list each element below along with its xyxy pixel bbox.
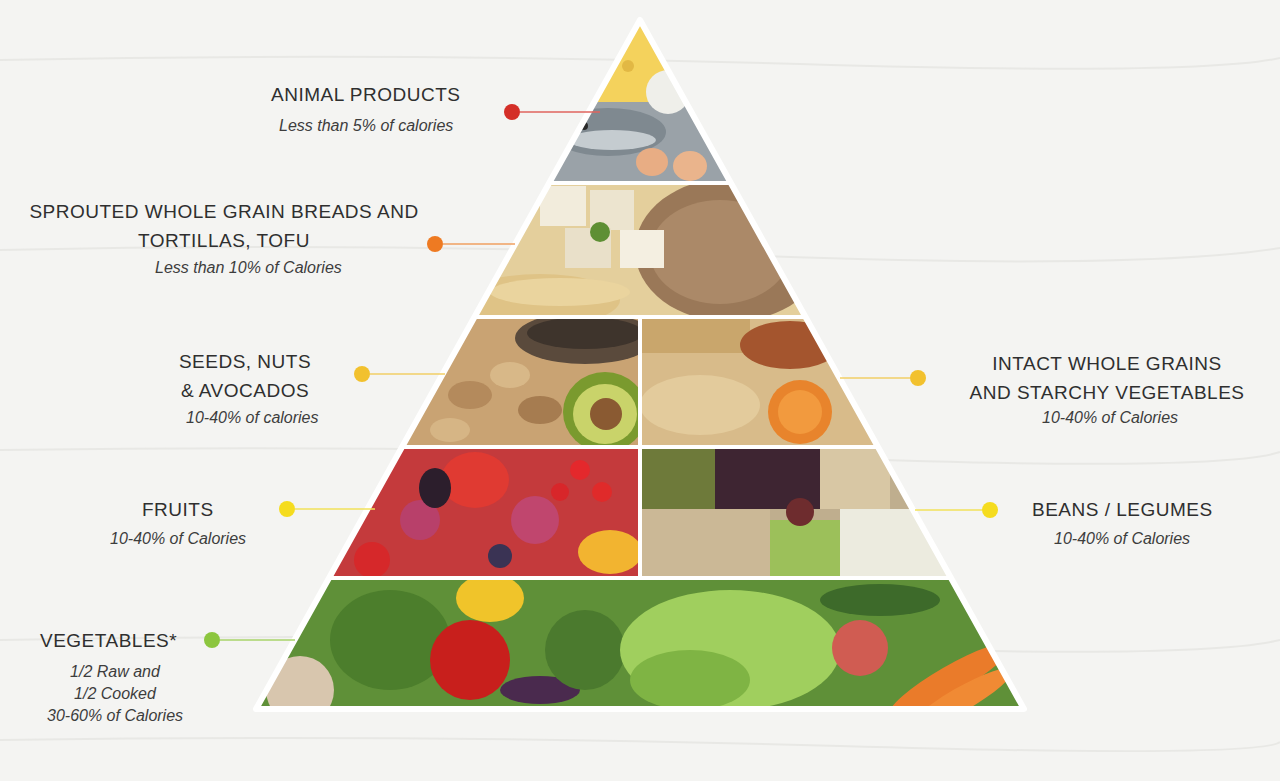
leader-line <box>840 377 910 379</box>
tortillas <box>490 278 630 306</box>
yellow-pepper <box>578 530 642 574</box>
animal-products-band <box>540 20 740 190</box>
kidney-bean <box>786 498 814 526</box>
onion <box>266 656 334 724</box>
yellow-pepper <box>456 574 524 622</box>
sweet-potato-slice <box>778 390 822 434</box>
leader-line <box>220 639 295 641</box>
chia-seeds <box>527 317 643 349</box>
beans-ground <box>636 445 954 581</box>
fruit-ground <box>328 445 643 581</box>
leader-lines <box>204 104 998 648</box>
leader-dot <box>910 370 926 386</box>
fruits-band <box>328 445 643 581</box>
leader-line <box>295 508 375 510</box>
leader-dot <box>279 501 295 517</box>
group-heading: VEGETABLES* <box>40 626 177 655</box>
calorie-share: 10-40% of Calories <box>1054 528 1190 550</box>
wood-texture <box>0 57 1280 751</box>
cheese <box>540 20 740 102</box>
tomato <box>832 620 888 676</box>
nut <box>448 381 492 409</box>
separator <box>638 317 642 578</box>
calorie-share: 30-60% of Calories <box>47 705 183 727</box>
avocado-flesh <box>573 384 637 444</box>
lettuce <box>620 590 840 710</box>
blackberry <box>419 468 451 508</box>
calorie-share: 10-40% of calories <box>186 407 319 429</box>
mung-beans <box>640 447 715 509</box>
avocado <box>563 372 647 452</box>
lentils <box>820 447 890 509</box>
sweet-potato-skin <box>740 321 840 369</box>
blueberry <box>488 544 512 568</box>
vegetables-band <box>255 574 1025 740</box>
leader-dot <box>504 104 520 120</box>
pyramid-outline <box>256 20 1024 709</box>
leader-dot <box>354 366 370 382</box>
tofu-cube <box>620 230 664 268</box>
currant <box>570 460 590 480</box>
separator <box>550 181 730 185</box>
leader-line <box>443 243 515 245</box>
wood-grain <box>0 738 1280 751</box>
strawberry <box>441 452 509 508</box>
greens <box>330 590 450 690</box>
leader-dot <box>982 502 998 518</box>
raspberry <box>511 496 559 544</box>
currant <box>551 483 569 501</box>
avocado-pit <box>590 398 622 430</box>
currant <box>592 482 612 502</box>
fish-belly <box>568 130 656 150</box>
nut <box>430 418 470 442</box>
leader-dot <box>204 632 220 648</box>
beans-band <box>636 445 954 581</box>
nut <box>518 396 562 424</box>
chia-bowl <box>515 312 655 364</box>
egg <box>673 151 707 181</box>
broccoli <box>545 610 625 690</box>
group-heading: ANIMAL PRODUCTS <box>271 80 460 109</box>
nut <box>490 362 530 388</box>
green-peas <box>770 520 840 580</box>
band-separators <box>330 183 950 578</box>
leader-line <box>370 373 445 375</box>
calorie-share: Less than 5% of calories <box>279 115 453 137</box>
group-heading: INTACT WHOLE GRAINS AND STARCHY VEGETABL… <box>942 349 1272 407</box>
leader-line <box>520 111 600 113</box>
group-heading: SEEDS, NUTS & AVOCADOS <box>140 347 350 405</box>
chickpeas <box>640 509 770 581</box>
group-heading: BEANS / LEGUMES <box>1032 495 1213 524</box>
lettuce-dark <box>630 650 750 710</box>
group-heading: SPROUTED WHOLE GRAIN BREADS AND TORTILLA… <box>24 197 424 255</box>
calorie-share: 10-40% of Calories <box>110 528 246 550</box>
fish <box>540 20 740 190</box>
oats <box>640 375 760 435</box>
sweet-potato <box>768 380 832 444</box>
leader-line <box>915 509 982 511</box>
tomato <box>354 542 390 578</box>
cucumber <box>820 584 940 616</box>
cheese-hole <box>622 60 634 72</box>
parsley <box>590 222 610 242</box>
red-pepper <box>430 620 510 700</box>
wheat <box>640 317 750 353</box>
preparation-note: 1/2 Raw and 1/2 Cooked <box>62 661 168 705</box>
calorie-share: Less than 10% of Calories <box>155 257 342 279</box>
egg <box>636 148 668 176</box>
group-heading: FRUITS <box>142 495 214 524</box>
leader-dot <box>427 236 443 252</box>
calorie-share: 10-40% of Calories <box>1042 407 1178 429</box>
